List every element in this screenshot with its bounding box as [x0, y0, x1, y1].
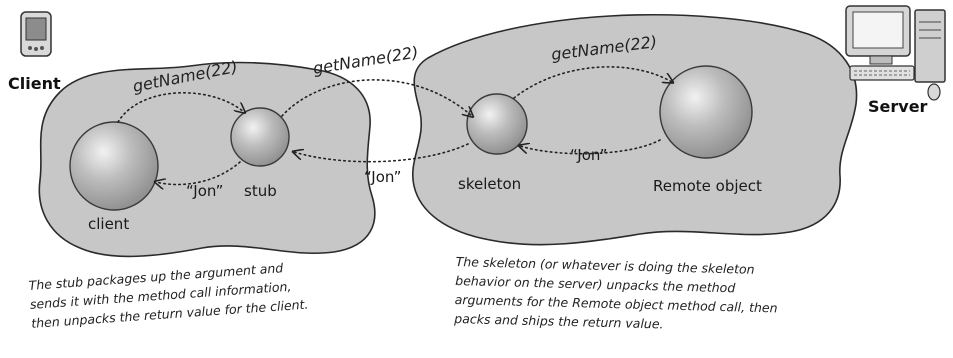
skeleton-object [467, 94, 527, 154]
client-device-label: Client [8, 74, 61, 93]
client-object [70, 122, 158, 210]
desktop-computer-icon [846, 6, 945, 100]
skeleton-explanation-note: The skeleton (or whatever is doing the s… [454, 252, 779, 336]
stub-label: stub [244, 182, 277, 200]
pda-icon [21, 12, 51, 56]
stub-object [231, 108, 289, 166]
return-label-skeleton-to-stub: “Jon” [364, 168, 401, 186]
remote-object-label: Remote object [653, 177, 762, 195]
client-label: client [88, 215, 129, 233]
remote-object [660, 66, 752, 158]
server-device-label: Server [868, 97, 928, 116]
return-label-remote-to-skeleton: “Jon” [570, 146, 607, 164]
call-label-stub-to-skeleton: getName(22) [312, 43, 420, 78]
skeleton-label: skeleton [458, 175, 521, 193]
return-label-stub-to-client: “Jon” [186, 182, 223, 200]
